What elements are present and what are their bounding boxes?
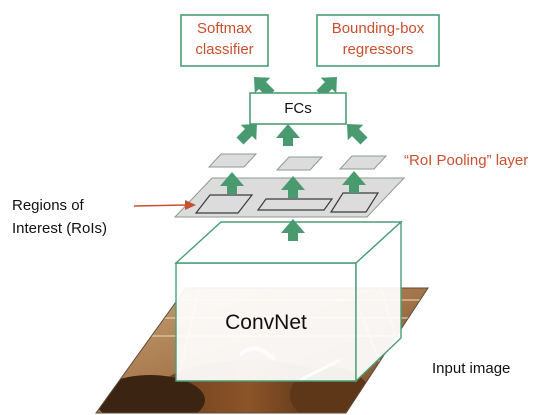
softmax-classifier-label: Softmax classifier [195,20,254,58]
roi-box-center [256,198,334,211]
pooled-plane-left [207,153,258,168]
regions-of-interest-label: Regions of Interest (RoIs) [12,197,108,237]
convnet-label: ConvNet [225,311,307,334]
arrow-roi-center-up [281,176,305,198]
arrow-pool-left-to-fcs [236,124,257,145]
arrow-pool-right-to-fcs [347,124,368,145]
bounding-box-regressors-label: Bounding-box regressors [331,20,425,58]
input-image-label: Input image [432,360,511,377]
roi-pooling-planes [207,153,388,171]
roi-pooling-layer-label: “RoI Pooling” layer [404,152,529,169]
arrow-convnet-to-feature-map [281,219,305,241]
fcs-label: FCs [284,100,312,117]
roi-box-left [194,194,254,214]
arrow-pool-center-to-fcs [276,124,300,146]
convnet-box [174,220,403,383]
regions-pointer-arrow [133,200,196,210]
roi-box-right [329,192,380,213]
arrow-roi-right-up [342,171,366,193]
convnet-side-face [355,220,402,383]
pooled-plane-right [338,155,388,170]
bbox-regressor-box [316,14,440,67]
fcs-box [249,92,347,125]
arrow-roi-left-up [220,172,244,194]
softmax-box [180,14,269,67]
pooled-plane-center [275,156,324,171]
